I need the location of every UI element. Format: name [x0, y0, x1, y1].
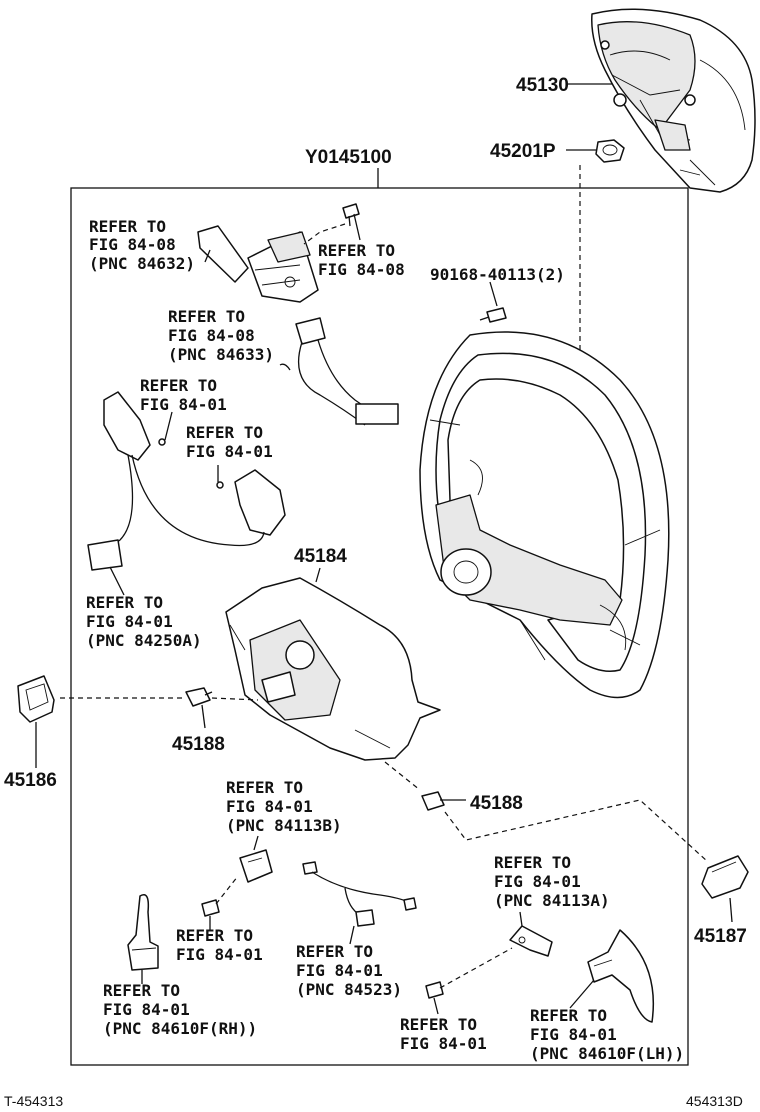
bolt-90168-part[interactable] [479, 307, 507, 323]
svg-text:FIG 84-01: FIG 84-01 [530, 1025, 617, 1044]
svg-text:(PNC 84632): (PNC 84632) [89, 254, 195, 273]
svg-text:REFER TO: REFER TO [494, 853, 571, 872]
refer-note-84523: REFER TO FIG 84-01 (PNC 84523) [296, 942, 402, 999]
svg-text:(PNC 84250A): (PNC 84250A) [86, 631, 202, 650]
svg-text:FIG 84-08: FIG 84-08 [318, 260, 405, 279]
screw-45188-left-part[interactable] [185, 687, 213, 707]
svg-text:REFER TO: REFER TO [89, 217, 166, 236]
svg-text:REFER TO: REFER TO [86, 593, 163, 612]
steering-wheel-part[interactable] [419, 331, 670, 699]
svg-text:REFER TO: REFER TO [400, 1015, 477, 1034]
footer-code-left: T-454313 [4, 1093, 63, 1109]
label-45186: 45186 [4, 770, 57, 791]
switch-84113b-part[interactable] [239, 849, 273, 883]
label-45201p: 45201P [490, 141, 556, 162]
small-screw-part[interactable] [342, 203, 360, 227]
harness-84633-part[interactable] [279, 317, 399, 426]
svg-text:(PNC 84523): (PNC 84523) [296, 980, 402, 999]
nut-45201p-part[interactable] [595, 139, 625, 163]
cap-45187-part[interactable] [701, 855, 749, 899]
assembly-frame [70, 187, 689, 1066]
footer-code-right: 454313D [686, 1093, 743, 1109]
svg-text:REFER TO: REFER TO [530, 1006, 607, 1025]
refer-note-84632: REFER TO FIG 84-08 (PNC 84632) [89, 217, 195, 273]
paddle-rh-part[interactable] [127, 894, 159, 971]
label-45188-right: 45188 [470, 793, 523, 814]
svg-text:FIG 84-01: FIG 84-01 [494, 872, 581, 891]
label-45130: 45130 [516, 75, 569, 96]
refer-note-84113a: REFER TO FIG 84-01 (PNC 84113A) [494, 853, 610, 910]
steering-cover-45184-part[interactable] [225, 577, 441, 761]
svg-text:REFER TO: REFER TO [168, 307, 245, 326]
svg-text:(PNC 84113A): (PNC 84113A) [494, 891, 610, 910]
refer-note-84-01-a: REFER TO FIG 84-01 [140, 376, 227, 414]
label-45188-left: 45188 [172, 734, 225, 755]
label-45187: 45187 [694, 926, 747, 947]
label-45184: 45184 [294, 546, 347, 567]
svg-text:(PNC 84610F(LH)): (PNC 84610F(LH)) [530, 1044, 684, 1063]
svg-text:REFER TO: REFER TO [176, 926, 253, 945]
svg-text:FIG 84-01: FIG 84-01 [186, 442, 273, 461]
label-y0145100: Y0145100 [305, 147, 392, 168]
svg-text:FIG 84-08: FIG 84-08 [89, 235, 176, 254]
svg-text:FIG 84-01: FIG 84-01 [296, 961, 383, 980]
svg-text:FIG 84-01: FIG 84-01 [176, 945, 263, 964]
combination-switch-part[interactable] [197, 225, 319, 303]
svg-text:REFER TO: REFER TO [103, 981, 180, 1000]
label-bolt-90168: 90168-40113(2) [430, 265, 565, 284]
svg-text:REFER TO: REFER TO [186, 423, 263, 442]
refer-note-84250a: REFER TO FIG 84-01 (PNC 84250A) [86, 593, 202, 650]
refer-note-84-08-screw: REFER TO FIG 84-08 [318, 241, 405, 279]
screw-84113b-part[interactable] [201, 899, 220, 917]
steering-pad-switch-part[interactable] [87, 391, 286, 571]
svg-text:REFER TO: REFER TO [226, 778, 303, 797]
svg-text:FIG 84-01: FIG 84-01 [140, 395, 227, 414]
airbag-45130-part[interactable] [591, 8, 756, 193]
refer-note-84113b: REFER TO FIG 84-01 (PNC 84113B) [226, 778, 342, 835]
svg-text:(PNC 84610F(RH)): (PNC 84610F(RH)) [103, 1019, 257, 1038]
svg-text:FIG 84-08: FIG 84-08 [168, 326, 255, 345]
screw-45188-right-part[interactable] [421, 791, 466, 811]
refer-note-84-01-c: REFER TO FIG 84-01 [176, 926, 263, 964]
svg-text:REFER TO: REFER TO [318, 241, 395, 260]
refer-note-84610f-rh: REFER TO FIG 84-01 (PNC 84610F(RH)) [103, 981, 257, 1038]
switch-84113a-part[interactable] [509, 925, 553, 957]
refer-note-84633: REFER TO FIG 84-08 (PNC 84633) [168, 307, 274, 364]
svg-text:(PNC 84113B): (PNC 84113B) [226, 816, 342, 835]
svg-text:FIG 84-01: FIG 84-01 [226, 797, 313, 816]
refer-note-84-01-d: REFER TO FIG 84-01 [400, 1015, 487, 1053]
svg-text:FIG 84-01: FIG 84-01 [86, 612, 173, 631]
svg-text:REFER TO: REFER TO [296, 942, 373, 961]
screw-84113a-part[interactable] [425, 981, 444, 999]
svg-text:FIG 84-01: FIG 84-01 [400, 1034, 487, 1053]
paddle-lh-part[interactable] [587, 929, 655, 1023]
svg-text:REFER TO: REFER TO [140, 376, 217, 395]
refer-note-84-01-b: REFER TO FIG 84-01 [186, 423, 273, 461]
svg-text:(PNC 84633): (PNC 84633) [168, 345, 274, 364]
refer-note-84610f-lh: REFER TO FIG 84-01 (PNC 84610F(LH)) [530, 1006, 684, 1063]
harness-84523-part[interactable] [302, 861, 417, 927]
cap-45186-part[interactable] [17, 675, 55, 723]
svg-text:FIG 84-01: FIG 84-01 [103, 1000, 190, 1019]
